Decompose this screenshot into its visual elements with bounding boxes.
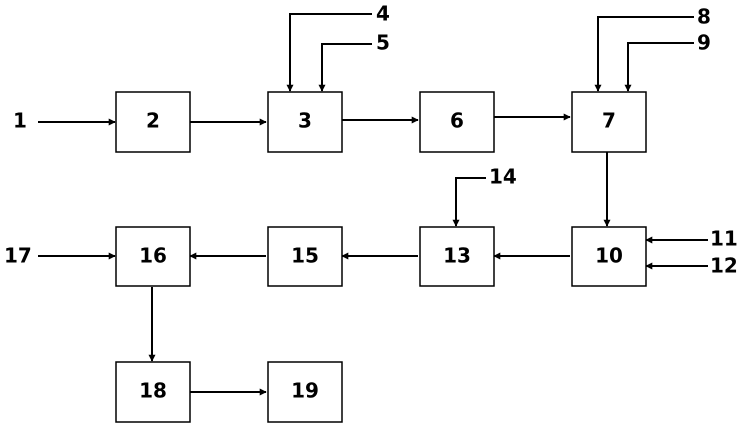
block-7: 7 [571, 91, 647, 153]
block-19: 19 [267, 361, 343, 423]
arrow-14-to-13 [452, 177, 486, 227]
block-18-label: 18 [139, 379, 167, 403]
block-13: 13 [419, 226, 495, 287]
input-label-12: 12 [710, 254, 738, 278]
block-10: 10 [571, 226, 647, 287]
block-15: 15 [267, 226, 343, 287]
block-6: 6 [419, 91, 495, 153]
block-3-label: 3 [298, 109, 312, 133]
input-label-9: 9 [697, 31, 711, 55]
block-7-label: 7 [602, 109, 616, 133]
input-label-1: 1 [13, 109, 27, 133]
block-2-label: 2 [146, 109, 160, 133]
input-label-8: 8 [697, 5, 711, 29]
arrow-4-to-3 [286, 13, 372, 92]
arrow-9-to-7 [624, 42, 694, 92]
input-label-14: 14 [489, 165, 517, 189]
block-19-label: 19 [291, 379, 319, 403]
input-label-17: 17 [4, 244, 32, 268]
block-2: 2 [115, 91, 191, 153]
block-18: 18 [115, 361, 191, 423]
input-label-5: 5 [376, 31, 390, 55]
block-16-label: 16 [139, 244, 167, 268]
block-3: 3 [267, 91, 343, 153]
block-6-label: 6 [450, 109, 464, 133]
block-15-label: 15 [291, 244, 319, 268]
connectors [38, 13, 708, 396]
block-13-label: 13 [443, 244, 471, 268]
arrow-5-to-3 [318, 43, 372, 92]
input-label-11: 11 [710, 227, 738, 251]
arrow-8-to-7 [594, 16, 694, 92]
input-label-4: 4 [376, 2, 390, 26]
block-10-label: 10 [595, 244, 623, 268]
block-16: 16 [115, 226, 191, 287]
